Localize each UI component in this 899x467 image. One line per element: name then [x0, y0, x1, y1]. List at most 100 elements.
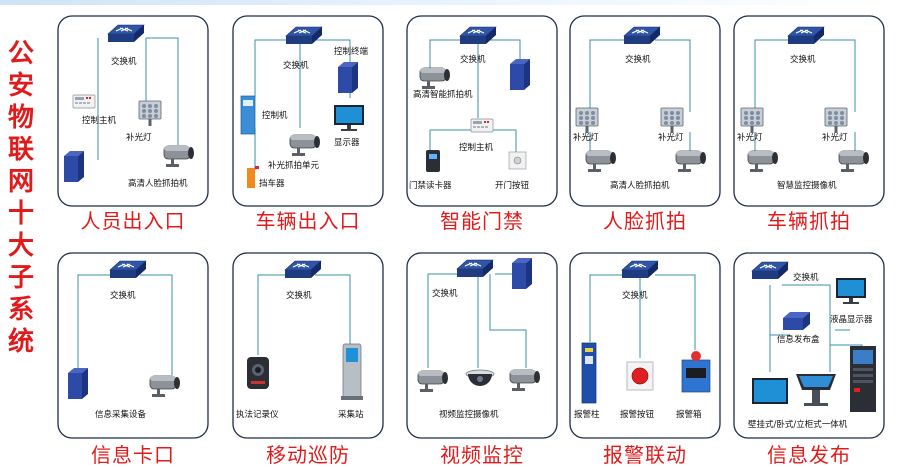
horizontal-terminal-icon	[796, 374, 836, 406]
recorder-label: 执法记录仪	[236, 409, 279, 420]
fill-light-label: 补光灯	[126, 132, 152, 143]
switch-label: 交换机	[283, 60, 309, 71]
publisher-box-icon	[783, 312, 810, 330]
panel-personnel-entrance: 交换机 控制主机 补光灯 高清人脸抓拍机 人员出入口	[57, 15, 209, 233]
hd-capture-camera-icon	[419, 67, 451, 90]
bullet-camera-icon	[417, 370, 449, 393]
switch-icon	[621, 260, 659, 279]
vehicle-camera-label: 智慧监控摄像机	[777, 180, 837, 191]
cabinet-terminal-icon	[850, 346, 876, 412]
capture-unit-label: 补光抓拍单元	[268, 160, 320, 171]
panel-face-capture: 交换机 补光灯 补光灯 高清人脸抓拍机 人脸抓拍	[569, 15, 721, 233]
control-host-icon	[72, 94, 96, 109]
switch-icon	[456, 259, 494, 278]
hd-camera-label: 高清智能抓拍机	[413, 89, 473, 100]
panel-caption: 信息发布	[767, 443, 851, 467]
controller-label: 控制主机	[82, 115, 117, 126]
fill-light-label: 补光灯	[737, 132, 763, 143]
panel-vehicle-entrance: 交换机 控制终端 控制机 显示器 补光抓拍单元 挡车器 车辆出入口	[232, 15, 384, 233]
switch-label: 交换机	[110, 290, 136, 301]
switch-label: 交换机	[625, 54, 651, 65]
lcd-label: 液晶显示器	[830, 314, 873, 325]
panel-video-surveillance: 交换机 视频监控摄像机 视频监控	[406, 252, 558, 467]
server-icon	[512, 258, 532, 289]
controller-label: 控制主机	[459, 142, 494, 153]
station-label: 采集站	[338, 409, 364, 420]
panel-info-publishing: 交换机 液晶显示器 信息发布盒 壁挂式/卧式/立柜式一体机 信息发布	[733, 252, 885, 467]
barrier-gate-icon	[247, 166, 259, 188]
switch-icon	[787, 26, 825, 45]
title-char: 系	[7, 295, 34, 325]
collection-station-icon	[341, 343, 363, 400]
title-char: 网	[7, 167, 34, 197]
capture-camera-icon	[289, 134, 321, 157]
face-camera-icon	[163, 145, 195, 168]
exit-button-icon	[508, 151, 527, 170]
control-terminal-icon	[338, 62, 358, 93]
server-icon	[68, 368, 88, 399]
display-icon	[334, 105, 364, 131]
title-char: 子	[7, 263, 34, 293]
panel-caption: 信息卡口	[91, 443, 175, 467]
fill-light-label: 补光灯	[573, 132, 599, 143]
title-char: 联	[7, 135, 34, 165]
title-char: 物	[7, 103, 34, 133]
terminals-label: 壁挂式/卧式/立柜式一体机	[748, 419, 848, 430]
switch-label: 交换机	[286, 290, 312, 301]
switch-label: 交换机	[111, 56, 137, 67]
switch-label: 交换机	[460, 54, 486, 65]
panel-caption: 车辆抓拍	[767, 209, 851, 233]
face-camera-label: 高清人脸抓拍机	[610, 180, 670, 191]
title-char: 统	[7, 327, 34, 357]
lcd-display-icon	[836, 278, 866, 304]
fill-light-icon	[660, 107, 684, 134]
exit-button-label: 开门按钮	[495, 180, 530, 191]
switch-icon	[285, 26, 323, 45]
collector-label: 信息采集设备	[95, 409, 147, 420]
panel-smart-access: 交换机 高清智能抓拍机 控制主机 门禁读卡器 开门按钮 智能门禁	[406, 15, 558, 233]
vehicle-camera-icon	[838, 150, 870, 173]
fill-light-icon	[575, 107, 599, 134]
publisher-label: 信息发布盒	[777, 334, 820, 345]
switch-icon	[459, 26, 497, 45]
fill-light-label: 补光灯	[822, 132, 848, 143]
face-camera-icon	[675, 150, 707, 173]
page-title: 公 安 物 联 网 十 大 子 系 统	[6, 38, 36, 358]
alarm-button-icon	[626, 361, 654, 391]
panel-caption: 车辆出入口	[256, 209, 361, 233]
alarm-box-icon	[681, 351, 711, 393]
fill-light-icon	[824, 107, 848, 134]
panel-caption: 移动巡防	[266, 443, 350, 467]
fill-light-icon	[138, 100, 162, 127]
switch-label: 交换机	[622, 290, 648, 301]
switch-label: 交换机	[793, 272, 819, 283]
vehicle-camera-icon	[747, 150, 779, 173]
title-char: 大	[7, 231, 34, 261]
panel-vehicle-capture: 交换机 补光灯 补光灯 智慧监控摄像机 车辆抓拍	[733, 15, 885, 233]
switch-label: 交换机	[790, 54, 816, 65]
display-label: 显示器	[334, 138, 360, 148]
panel-caption: 视频监控	[440, 443, 524, 467]
server-icon	[510, 59, 530, 90]
wall-terminal-icon	[752, 378, 788, 404]
face-camera-label: 高清人脸抓拍机	[128, 178, 188, 189]
face-camera-icon	[585, 150, 617, 173]
fill-light-label: 补光灯	[658, 132, 684, 143]
switch-icon	[623, 26, 661, 45]
body-camera-icon	[247, 357, 269, 389]
alarm-pillar-icon	[581, 342, 597, 404]
panel-caption: 报警联动	[603, 443, 687, 467]
control-terminal-label: 控制终端	[334, 46, 369, 57]
gate-controller-icon	[240, 95, 256, 135]
fill-light-icon	[740, 107, 764, 134]
pillar-label: 报警柱	[574, 409, 600, 420]
panel-caption: 智能门禁	[440, 209, 524, 233]
box-label: 报警箱	[676, 409, 702, 420]
title-char: 十	[7, 199, 34, 229]
collector-camera-icon	[149, 375, 181, 398]
switch-label: 交换机	[432, 288, 458, 299]
card-reader-icon	[426, 150, 440, 172]
barrier-label: 挡车器	[259, 178, 285, 189]
title-char: 公	[7, 39, 34, 69]
